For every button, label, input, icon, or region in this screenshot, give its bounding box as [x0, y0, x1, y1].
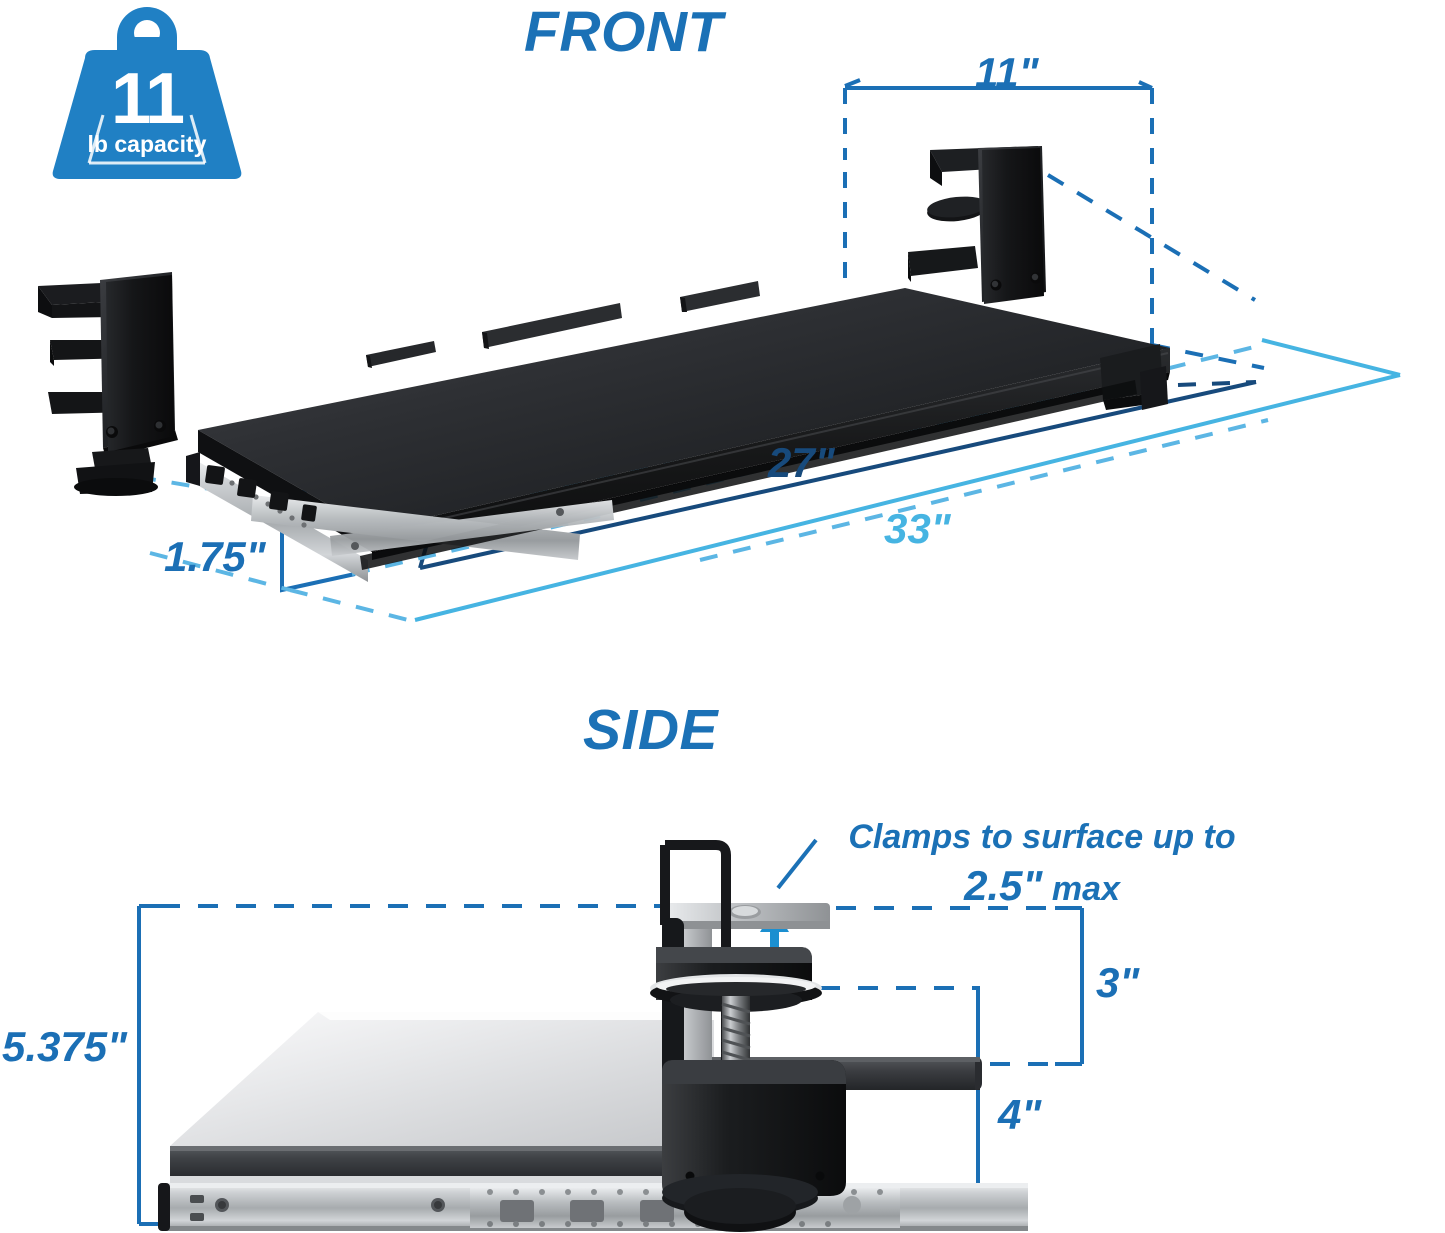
clamp-callout-suffix: max — [1051, 870, 1120, 909]
front-view-product — [38, 146, 1170, 582]
clamp-hook-bracket — [660, 840, 731, 1150]
side-tray-board — [170, 1012, 714, 1183]
dim-label-27in: 27" — [768, 439, 835, 486]
dim-11-perspective — [1046, 173, 1265, 370]
clamp-knob — [662, 1174, 818, 1232]
dim-label-3in: 3" — [1096, 959, 1140, 1006]
dim-33-inch — [414, 338, 1401, 622]
clamp-callout: Clamps to surface up to 2.5" max — [812, 818, 1272, 909]
slide-rail-side — [158, 1183, 1028, 1231]
dim-27-inch-dash — [1177, 380, 1257, 387]
capacity-unit-label: lb capacity — [87, 131, 207, 157]
dim-label-4in: 4" — [998, 1091, 1042, 1138]
dim-label-33in: 33" — [884, 505, 951, 552]
callout-leader-line — [776, 838, 818, 890]
clamp-pad — [650, 974, 822, 1012]
clamp-callout-value: 2.5" — [964, 862, 1043, 910]
dim-11-inch — [843, 78, 1154, 345]
dim-label-5-375in: 5.375" — [2, 1023, 128, 1070]
stopper-tabs — [366, 281, 760, 368]
dim-5375-inch — [137, 904, 170, 1226]
front-view-title: FRONT — [524, 0, 723, 64]
clamp-lower-body — [662, 1060, 846, 1196]
slide-rail-front — [186, 380, 1137, 582]
dim-3-inch — [1055, 906, 1084, 1066]
clamp-bracket-right — [908, 146, 1046, 304]
side-view-title: SIDE — [583, 698, 719, 762]
dim-label-11in: 11" — [975, 49, 1039, 96]
mount-tab-right-lower — [1140, 366, 1168, 410]
capacity-value: 11 — [110, 59, 185, 139]
clamp-callout-line1: Clamps to surface up to — [848, 818, 1236, 856]
side-view-product — [158, 840, 1028, 1232]
weight-capacity-badge: 11 lb capacity — [47, 5, 247, 180]
dim-label-1-75in: 1.75" — [164, 533, 266, 580]
weight-icon — [52, 7, 242, 179]
clamp-bracket-left — [38, 272, 178, 496]
